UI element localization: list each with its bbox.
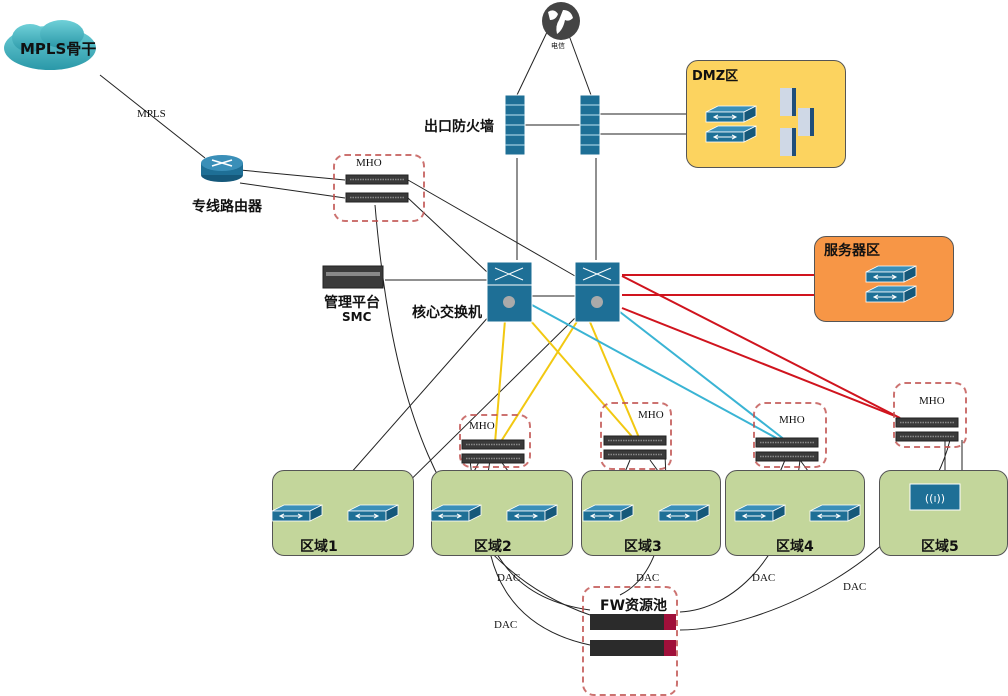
dac-label-2: DAC xyxy=(494,619,518,631)
mho-label-zone4: MHO xyxy=(779,414,805,426)
core-switch-icon-left xyxy=(486,261,533,323)
fw-device-icon-1 xyxy=(590,614,676,630)
internet-globe-icon xyxy=(542,2,580,40)
dac-label-3: DAC xyxy=(636,572,660,584)
zone-3-label: 区域3 xyxy=(624,539,662,555)
mho-group-zone2 xyxy=(459,414,531,468)
mho-group-zone4 xyxy=(753,402,827,468)
mho-label-zone2: MHO xyxy=(469,420,495,432)
zone-1 xyxy=(272,470,414,556)
fw-pool-group xyxy=(582,586,678,696)
server-zone-label: 服务器区 xyxy=(824,243,880,259)
fw-device-icon-2 xyxy=(590,640,676,656)
mho-group-top xyxy=(333,154,425,222)
server-zone xyxy=(814,236,954,322)
router-icon xyxy=(201,155,243,182)
zone-5-label: 区域5 xyxy=(921,539,959,555)
core-switch-icon-right xyxy=(574,261,621,323)
router-label: 专线路由器 xyxy=(192,199,262,215)
firewall-icon-right xyxy=(579,94,601,156)
mho-label-zone5: MHO xyxy=(919,395,945,407)
mho-label-top: MHO xyxy=(356,157,382,169)
mpls-cloud-label: MPLS骨干 xyxy=(20,40,97,58)
mho-label-zone3: MHO xyxy=(638,409,664,421)
zone-2-label: 区域2 xyxy=(474,539,512,555)
mgmt-platform-icon xyxy=(322,265,384,289)
dmz-label: DMZ区 xyxy=(692,69,739,84)
mgmt-platform-label: 管理平台 xyxy=(324,295,380,311)
zone-4-label: 区域4 xyxy=(776,539,814,555)
internet-label: 电信 xyxy=(551,42,565,50)
firewall-label: 出口防火墙 xyxy=(424,119,494,135)
zone-1-label: 区域1 xyxy=(300,539,338,555)
dac-label-4: DAC xyxy=(752,572,776,584)
mho-group-zone5 xyxy=(893,382,967,448)
mpls-link-label: MPLS xyxy=(137,108,166,120)
core-switch-label: 核心交换机 xyxy=(412,305,482,321)
dac-label-1: DAC xyxy=(497,572,521,584)
cyan-links xyxy=(531,304,786,441)
mho-group-zone3 xyxy=(600,402,672,470)
mpls-cloud-icon xyxy=(4,20,96,70)
fw-pool-label: FW资源池 xyxy=(600,598,668,614)
firewall-icon-left xyxy=(504,94,526,156)
mgmt-platform-sublabel: SMC xyxy=(342,310,372,324)
dac-label-5: DAC xyxy=(843,581,867,593)
